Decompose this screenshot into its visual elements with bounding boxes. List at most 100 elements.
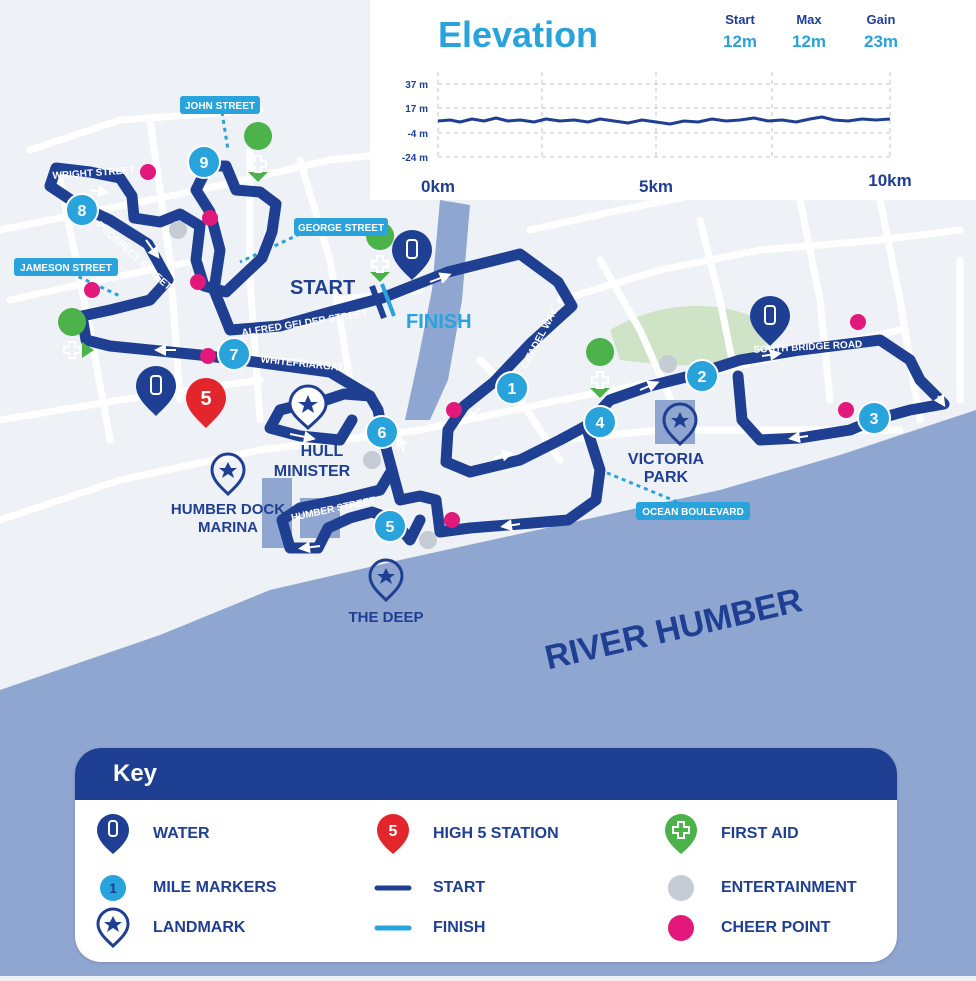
cheer-point-icon (661, 906, 701, 950)
y-tick: -4 m (407, 129, 428, 140)
entertainment-point (419, 531, 437, 549)
key-label: CHEER POINT (721, 919, 831, 936)
key-item-cheer-point: CHEER POINT (661, 906, 830, 950)
high5-station-icon: 5 (186, 378, 226, 428)
key-item-entertainment: ENTERTAINMENT (661, 866, 857, 910)
key-label: ENTERTAINMENT (721, 879, 857, 896)
key-label: WATER (153, 825, 210, 842)
mile-marker: 4 (583, 405, 617, 439)
elevation-panel (370, 0, 976, 200)
water-icon (93, 812, 133, 856)
svg-text:7: 7 (230, 347, 239, 364)
key-item-start: START (373, 866, 485, 910)
key-label: HIGH 5 STATION (433, 825, 559, 842)
entertainment-point (363, 451, 381, 469)
river-hull (405, 200, 470, 420)
finish-line-icon (373, 906, 413, 950)
cheer-point (850, 314, 866, 330)
key-item-water: WATER (93, 812, 210, 856)
stat-label: Start (725, 12, 755, 27)
svg-text:1: 1 (508, 381, 517, 398)
svg-text:5: 5 (200, 388, 211, 410)
entertainment-point (659, 355, 677, 373)
key-item-mile-markers: 1 MILE MARKERS (93, 866, 277, 910)
landmark-icon (368, 558, 404, 603)
water-icon (750, 296, 790, 346)
cheer-point (140, 164, 156, 180)
mile-marker: 5 (373, 509, 407, 543)
landmark-icon (288, 384, 328, 431)
cheer-point (446, 402, 462, 418)
start-line (369, 284, 387, 320)
cheer-point (190, 274, 206, 290)
landmark-icon (210, 452, 246, 497)
mile-marker: 1 (495, 371, 529, 405)
first-aid-icon (244, 122, 273, 182)
svg-text:MINISTER: MINISTER (274, 463, 351, 480)
high5-station-icon: 5 (373, 812, 413, 856)
mile-marker: 2 (685, 359, 719, 393)
water-icon (136, 366, 176, 416)
entertainment-points (169, 221, 677, 549)
svg-text:8: 8 (78, 203, 87, 220)
water-pins (136, 230, 790, 416)
direction-arrows (89, 185, 946, 554)
svg-text:JOHN STREET: JOHN STREET (185, 101, 255, 112)
key-label: LANDMARK (153, 919, 246, 936)
y-tick: 17 m (405, 104, 428, 115)
street-tag-john (180, 96, 260, 114)
water-icon (392, 230, 432, 280)
mile-marker-icon: 1 (93, 866, 133, 910)
elevation-grid (437, 72, 891, 160)
street-tag-george (294, 218, 388, 236)
first-aid-icon (58, 308, 94, 359)
stat-value: 12m (792, 32, 826, 51)
start-label: START (290, 277, 355, 299)
x-tick: 0km (421, 177, 455, 196)
map-key: Key WATER 1 MILE MARKERS LANDMARK 5 HIGH… (75, 748, 897, 962)
svg-text:6: 6 (378, 425, 387, 442)
key-title: Key (75, 748, 897, 800)
elevation-stats: Start 12m Max 12m Gain 23m (723, 12, 898, 51)
start-line-icon (373, 866, 413, 910)
finish-label: FINISH (406, 311, 472, 333)
key-item-landmark: LANDMARK (93, 906, 245, 950)
mile-marker: 6 (365, 415, 399, 449)
svg-text:5: 5 (386, 519, 395, 536)
svg-text:GEORGE STREET: GEORGE STREET (298, 223, 384, 234)
x-tick: 10km (868, 171, 911, 190)
mile-marker: 8 (65, 193, 99, 227)
svg-text:THE DEEP: THE DEEP (348, 609, 423, 626)
svg-text:4: 4 (596, 415, 605, 432)
stat-value: 23m (864, 32, 898, 51)
key-item-first-aid: FIRST AID (661, 812, 799, 856)
stat-label: Max (796, 12, 822, 27)
svg-text:9: 9 (200, 155, 209, 172)
svg-text:PARK: PARK (644, 469, 689, 486)
svg-text:JAMESON STREET: JAMESON STREET (20, 263, 112, 274)
entertainment-icon (661, 866, 701, 910)
landmark-icon (662, 402, 698, 447)
cheer-point (84, 282, 100, 298)
mile-marker: 3 (857, 401, 891, 435)
elevation-line (437, 115, 891, 126)
key-label: FIRST AID (721, 825, 799, 842)
mile-marker: 9 (187, 145, 221, 179)
street-tag-ocean (636, 502, 750, 520)
finish-line (380, 283, 396, 317)
cheer-point (202, 210, 218, 226)
landmark-labels: HULL MINISTER HUMBER DOCK MARINA THE DEE… (171, 443, 705, 626)
cheer-point (838, 402, 854, 418)
mile-markers: 1 2 3 4 5 6 7 8 (65, 145, 891, 543)
landmark-icon (93, 906, 133, 950)
cheer-points (84, 164, 866, 528)
stat-label: Gain (867, 12, 896, 27)
svg-text:OCEAN BOULEVARD: OCEAN BOULEVARD (642, 507, 743, 518)
elevation-chart: 37 m 17 m -4 m -24 m 0km 5km 10km (402, 72, 912, 196)
svg-text:1: 1 (109, 880, 117, 896)
elevation-title: Elevation (438, 14, 598, 55)
svg-text:VICTORIA: VICTORIA (628, 451, 705, 468)
first-aid-icon (661, 812, 701, 856)
first-aid-icon (586, 338, 615, 398)
